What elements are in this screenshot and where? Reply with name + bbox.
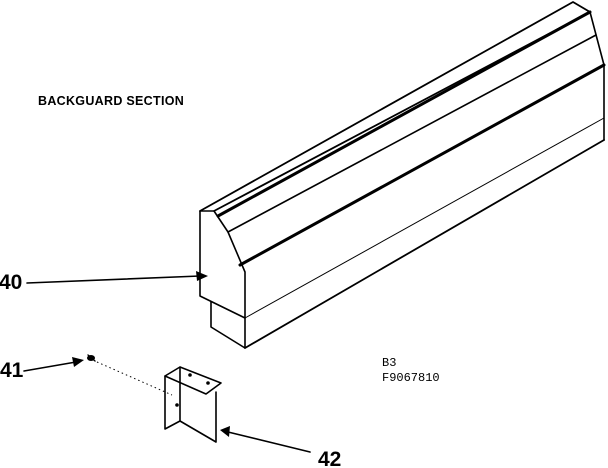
assembly-dotted-line — [96, 361, 173, 396]
backguard-upper-crease — [216, 10, 592, 218]
bracket-part — [164, 366, 222, 443]
backguard-right-end — [589, 11, 605, 141]
callout-arrow-42 — [220, 426, 311, 453]
screw-part — [87, 354, 96, 362]
section-title: BACKGUARD SECTION — [38, 94, 184, 108]
backguard-part — [199, 1, 606, 349]
callout-label-42: 42 — [318, 448, 341, 468]
bracket-hole-right — [206, 381, 210, 385]
bracket-front-leg — [179, 391, 217, 443]
backguard-top-edge — [199, 1, 591, 212]
bracket-left-leg — [164, 366, 181, 430]
backguard-bottom-edge — [244, 139, 605, 349]
callout-arrow-41 — [23, 357, 84, 372]
callout-label-41: 41 — [0, 359, 24, 382]
bracket-hole-side — [175, 403, 179, 407]
backguard-foot — [210, 301, 246, 349]
callout-arrow-40 — [26, 271, 208, 284]
section-code: B3 — [382, 356, 396, 370]
figure-number: F9067810 — [382, 371, 440, 385]
backguard-slope-line — [227, 34, 597, 233]
callout-label-40: 40 — [0, 271, 22, 294]
bracket-top-flange — [164, 366, 222, 395]
bracket-hole-left — [188, 373, 192, 377]
backguard-lower-crease — [238, 63, 606, 267]
backguard-lower-face-line — [244, 117, 605, 319]
